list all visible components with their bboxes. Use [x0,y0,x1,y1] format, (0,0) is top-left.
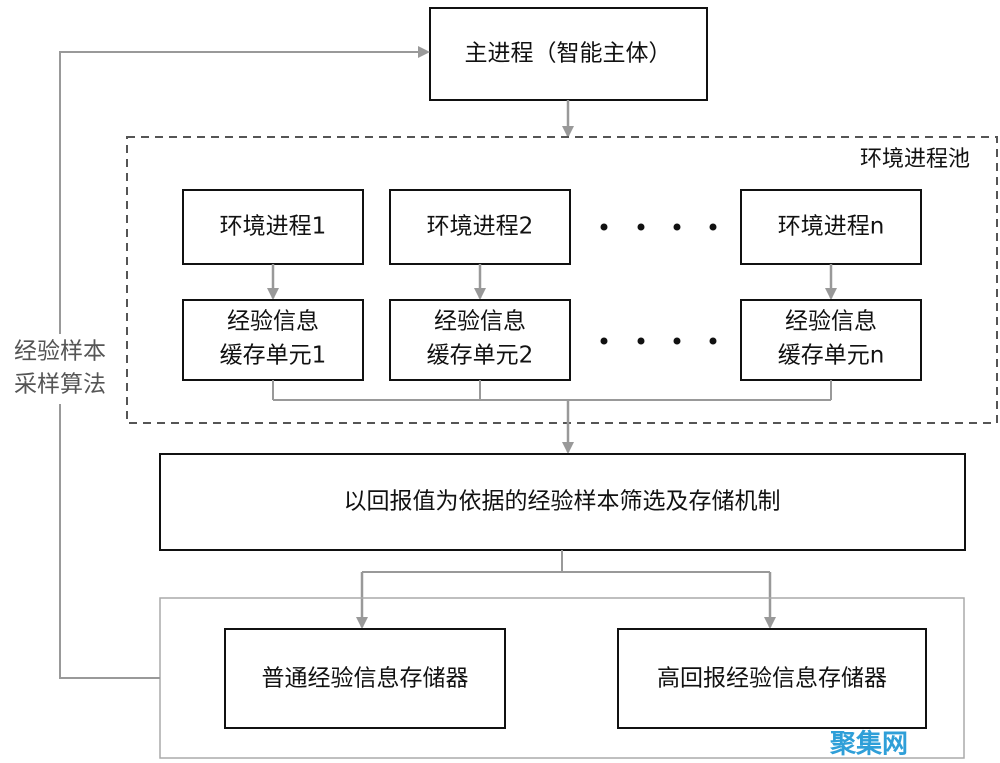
env-process-n-label: 环境进程n [778,214,885,240]
high-reward-storage-label: 高回报经验信息存储器 [657,666,887,692]
env-process-2-label: 环境进程2 [427,214,534,240]
cache-unit-2-line1: 经验信息 [434,309,526,335]
main-process-box [429,7,708,101]
cache-unit-1-line2: 缓存单元1 [220,343,327,369]
filter-mechanism-label: 以回报值为依据的经验样本筛选及存储机制 [344,489,781,515]
cache-unit-2-line2: 缓存单元2 [427,343,534,369]
cache-unit-1-line1: 经验信息 [227,309,319,335]
filter-mechanism-box [159,453,966,551]
sampling-label-background [4,334,116,404]
cache-unit-n-line1: 经验信息 [785,309,877,335]
env-process-pool-container [126,136,998,424]
sampling-algorithm-label-line2: 采样算法 [14,372,106,398]
watermark-logo: 聚集网 [829,729,908,760]
env-process-1-label: 环境进程1 [220,214,327,240]
env-process-pool-title: 环境进程池 [860,147,970,172]
ellipsis-row-1 [600,223,717,231]
ellipsis-row-2 [600,337,717,345]
env-process-2-box [389,189,571,265]
high-reward-storage-box [617,628,927,729]
main-process-label: 主进程（智能主体） [465,41,672,67]
normal-storage-box [224,628,506,729]
normal-storage-label: 普通经验信息存储器 [262,666,469,692]
env-process-n-box [740,189,922,265]
cache-unit-n-line2: 缓存单元n [778,343,885,369]
cache-collector-lines [272,380,832,401]
sampling-algorithm-label-line1: 经验样本 [14,339,106,365]
filter-split-lines [362,550,770,573]
cache-unit-n-box [740,299,922,381]
